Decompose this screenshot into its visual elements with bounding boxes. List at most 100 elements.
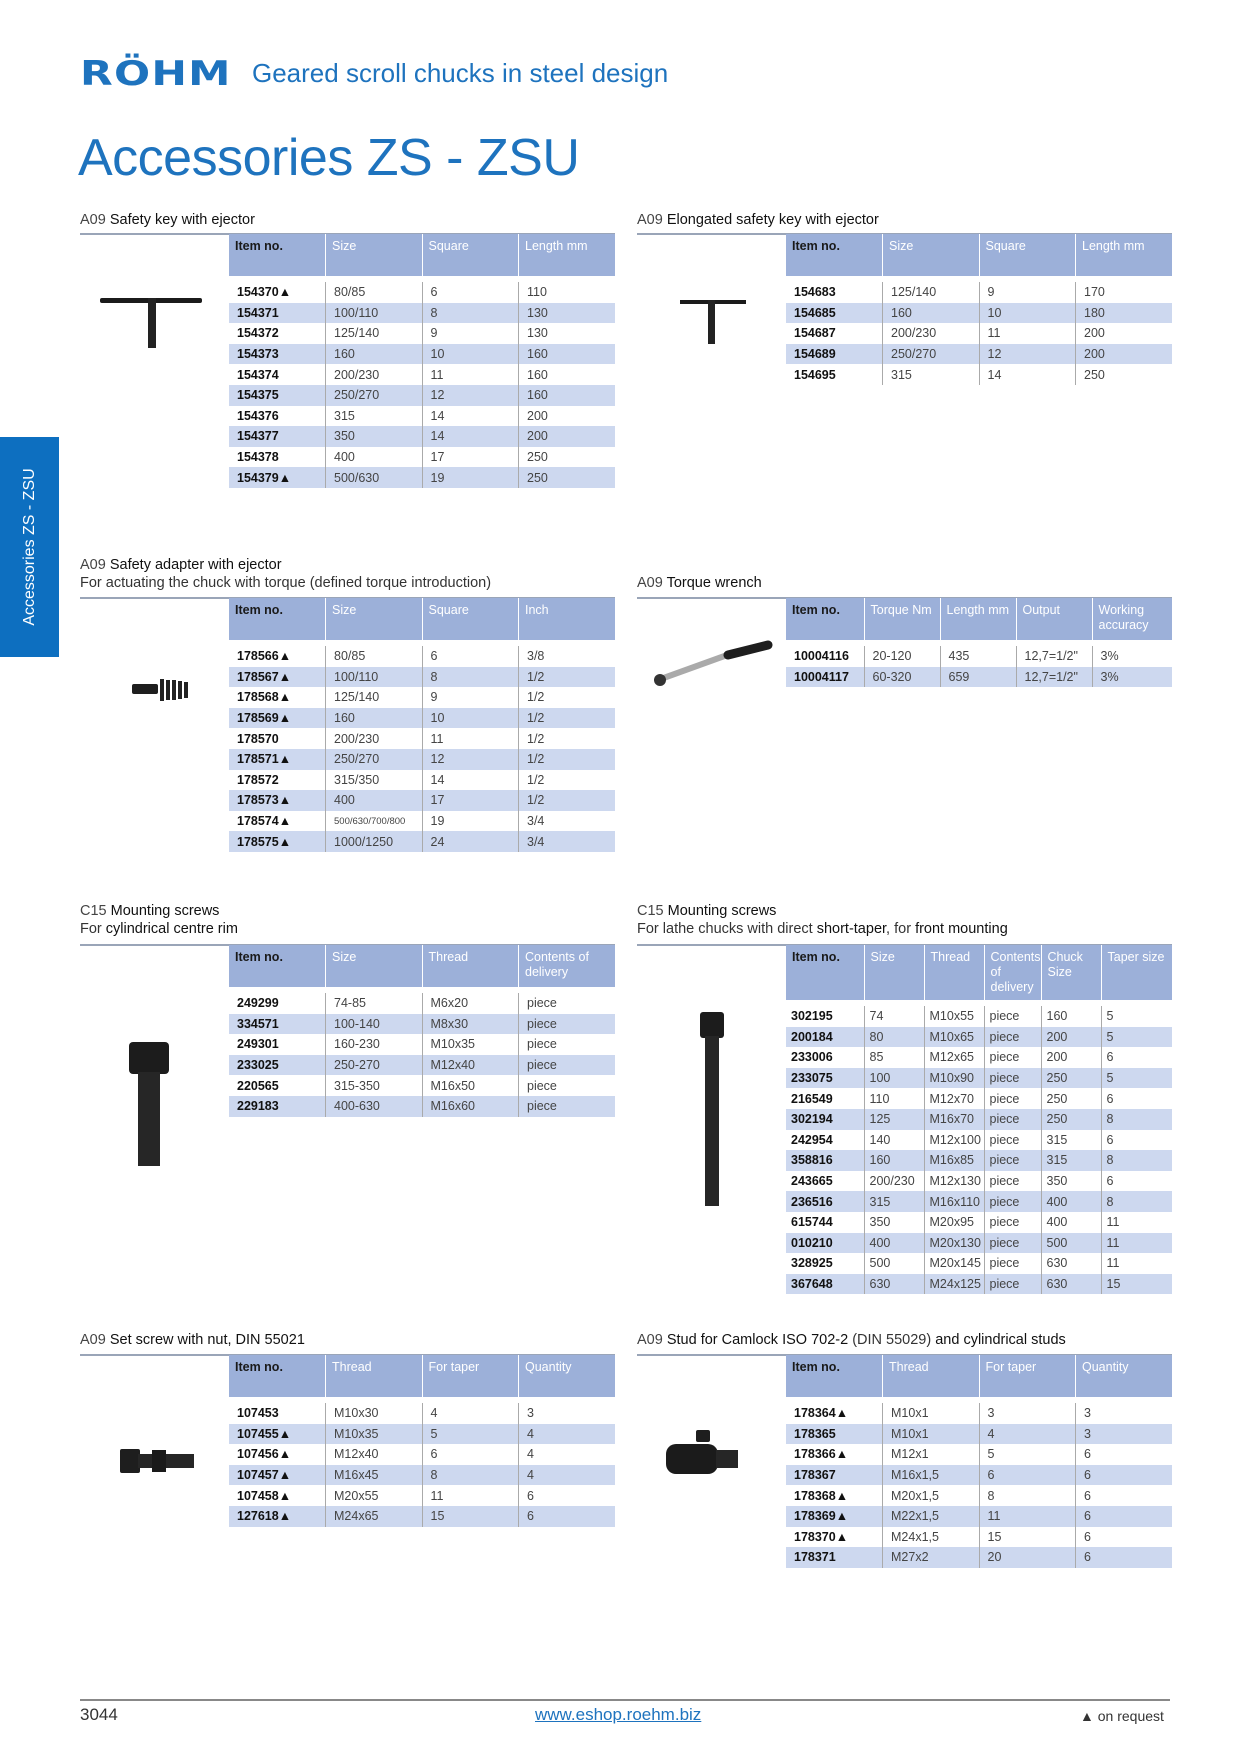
safety-adapter-image bbox=[132, 679, 188, 701]
table-cell: 10 bbox=[421, 707, 519, 729]
item-number-cell: 220565 bbox=[237, 1078, 279, 1093]
table-cell: 4 bbox=[421, 1403, 519, 1424]
table-cell: 6 bbox=[518, 1485, 615, 1506]
section-name: Mounting screws bbox=[110, 903, 220, 919]
column-header: Item no. bbox=[786, 945, 864, 1000]
section-name: Set screw with nut, DIN 55021 bbox=[109, 1332, 305, 1348]
table-cell: 125/140 bbox=[325, 323, 422, 344]
table-cell: piece bbox=[518, 1095, 615, 1117]
item-number-cell: 178367 bbox=[786, 1464, 883, 1486]
table-cell: 1/2 bbox=[518, 769, 615, 791]
section-mounting-screws-taper: C15 Mounting screws For lathe chucks wit… bbox=[637, 902, 1008, 938]
table-cell: 9 bbox=[421, 687, 519, 708]
item-number-cell: 243665 bbox=[791, 1174, 833, 1189]
section-name-mid: (DIN 55029) bbox=[848, 1332, 936, 1348]
table-cell: M24x65 bbox=[325, 1505, 422, 1527]
section-set-screw: A09 Set screw with nut, DIN 55021 bbox=[80, 1331, 305, 1349]
table-cell: 1/2 bbox=[518, 748, 615, 770]
table-cell: 9 bbox=[421, 323, 519, 344]
table-cell: 14 bbox=[421, 405, 519, 427]
table-cell: M12x40 bbox=[325, 1444, 422, 1465]
column-header: Taper size bbox=[1100, 945, 1172, 1000]
table-cell: 435 bbox=[939, 646, 1016, 667]
table-cell: piece bbox=[983, 1129, 1041, 1151]
table-cell: 15 bbox=[1100, 1273, 1172, 1295]
item-number-cell: 249299 bbox=[237, 996, 279, 1011]
table-cell: piece bbox=[983, 1047, 1041, 1068]
eshop-link[interactable]: www.eshop.roehm.biz bbox=[535, 1705, 702, 1724]
table-cell: 20-120 bbox=[863, 646, 940, 667]
table-cell: 250 bbox=[518, 446, 615, 468]
item-number-cell: 154370▲ bbox=[237, 285, 292, 300]
section-name: Elongated safety key with ejector bbox=[666, 212, 879, 228]
table-cell: 3 bbox=[1075, 1423, 1172, 1445]
table-cell: 14 bbox=[978, 364, 1076, 385]
table-cell: 11 bbox=[1100, 1253, 1172, 1274]
table-cell: 3/8 bbox=[518, 646, 615, 667]
section-subtitle-bold: cylindrical centre rim bbox=[105, 921, 238, 937]
column-header: Quantity bbox=[518, 1355, 615, 1397]
table-cell: M12x40 bbox=[421, 1054, 519, 1076]
table-cell: 6 bbox=[1075, 1464, 1172, 1486]
table-cell: piece bbox=[518, 1034, 615, 1055]
table-cell: 11 bbox=[1100, 1232, 1172, 1254]
side-tab[interactable]: Accessories ZS - ZSU bbox=[0, 437, 59, 657]
section-code: A09 bbox=[80, 1332, 106, 1348]
table-cell: 5 bbox=[1100, 1006, 1172, 1027]
column-header: Thread bbox=[882, 1355, 979, 1397]
table-cell: 350 bbox=[863, 1211, 924, 1233]
item-number-cell: 154373 bbox=[229, 343, 326, 365]
safety-key-image bbox=[100, 298, 202, 348]
item-number-cell: 107457▲ bbox=[229, 1464, 326, 1486]
item-number-cell: 242954 bbox=[791, 1132, 833, 1147]
table-cell: 74 bbox=[863, 1006, 924, 1027]
table-cell: 400 bbox=[1040, 1211, 1101, 1233]
item-number-cell: 154687 bbox=[794, 326, 836, 341]
column-header: Contents of delivery bbox=[518, 945, 615, 987]
table-cell: 500/630/700/800 bbox=[325, 810, 422, 832]
table-cell: 12,7=1/2" bbox=[1015, 666, 1092, 688]
set-screw-image bbox=[120, 1449, 194, 1473]
table-cell: 350 bbox=[1040, 1170, 1101, 1192]
table-cell: 315 bbox=[1040, 1129, 1101, 1151]
item-number-cell: 154689 bbox=[786, 343, 883, 365]
column-header: Item no. bbox=[786, 598, 864, 640]
section-name: Stud for Camlock ISO 702-2 bbox=[666, 1332, 849, 1348]
table-cell: 100/110 bbox=[325, 666, 422, 688]
table-cell: 6 bbox=[1075, 1444, 1172, 1465]
torque-wrench-image bbox=[654, 640, 773, 686]
table-cell: 9 bbox=[978, 282, 1076, 303]
table-cell: 200/230 bbox=[325, 364, 422, 385]
item-number-cell: 178573▲ bbox=[229, 790, 326, 811]
table-cell: 6 bbox=[978, 1464, 1076, 1486]
table-cell: 100 bbox=[863, 1067, 924, 1089]
table-spacer bbox=[786, 1397, 1172, 1403]
table-cell: 315 bbox=[325, 405, 422, 427]
table-cell: 6 bbox=[421, 282, 519, 303]
table-cell: 1/2 bbox=[518, 666, 615, 688]
column-header: Size bbox=[863, 945, 924, 1000]
table-cell: M16x70 bbox=[923, 1108, 984, 1130]
item-number-cell: 178366▲ bbox=[794, 1447, 849, 1462]
table-cell: M24x125 bbox=[923, 1273, 984, 1295]
table-cell: 140 bbox=[863, 1129, 924, 1151]
item-number-cell: 178368▲ bbox=[794, 1488, 849, 1503]
table-cell: M6x20 bbox=[421, 993, 519, 1014]
table-cell: piece bbox=[983, 1191, 1041, 1212]
table-cell: 250 bbox=[1040, 1067, 1101, 1089]
item-number-cell: 154376 bbox=[237, 408, 279, 423]
